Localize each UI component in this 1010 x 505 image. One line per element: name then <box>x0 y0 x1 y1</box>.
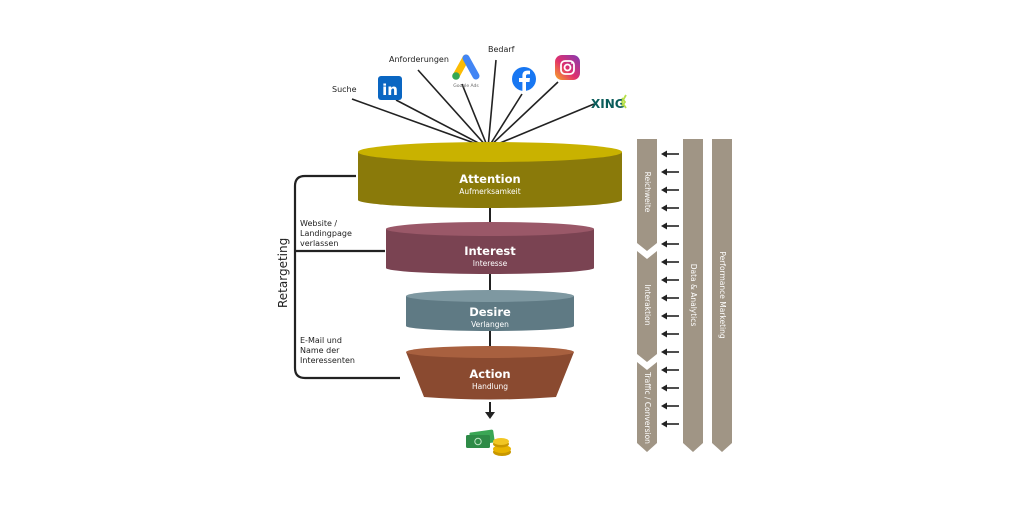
column-segment-reichweite <box>637 139 657 251</box>
arrow-left-icon <box>661 150 679 158</box>
arrow-left-icon <box>661 276 679 284</box>
arrow-left-icon <box>661 258 679 266</box>
facebook-icon <box>512 67 536 92</box>
column-label-performance-marketing: Performance Marketing <box>718 251 727 339</box>
stage-interest: Interest Interesse <box>386 222 594 274</box>
column-label-traffic: Traffic / Conversion <box>643 371 652 444</box>
arrow-left-icon <box>661 384 679 392</box>
arrow-left-icon <box>661 204 679 212</box>
stage-action-title: Action <box>469 367 510 381</box>
google-ads-icon: Google Ads <box>452 54 480 89</box>
exit-label-email-line-2: Name der <box>300 346 340 355</box>
source-label-anforderungen: Anforderungen <box>389 55 449 64</box>
arrow-left-icon <box>661 420 679 428</box>
stage-desire-subtitle: Verlangen <box>471 320 509 329</box>
exit-label-email-line-3: Interessenten <box>300 356 355 365</box>
arrow-left-icon <box>661 222 679 230</box>
column-segment-interaktion <box>637 251 657 362</box>
stage-action-subtitle: Handlung <box>472 382 508 391</box>
stage-interest-title: Interest <box>464 244 516 258</box>
retargeting-label: Retargeting <box>276 238 290 308</box>
column-label-reichweite: Reichweite <box>643 172 652 213</box>
arrow-left-icon <box>661 240 679 248</box>
exit-label-website-line-1: Website / <box>300 219 337 228</box>
arrow-left-icon <box>661 168 679 176</box>
arrow-left-icon <box>661 294 679 302</box>
linkedin-icon: in <box>378 76 402 100</box>
stage-desire-title: Desire <box>469 305 511 319</box>
arrow-left-icon <box>661 186 679 194</box>
linkedin-logo-text: in <box>382 81 398 99</box>
arrow-left-icon <box>661 348 679 356</box>
column-label-interaktion: Interaktion <box>643 285 652 326</box>
stage-attention-title: Attention <box>459 172 520 186</box>
exit-label-website-line-3: verlassen <box>300 239 338 248</box>
stage-attention: Attention Aufmerksamkeit <box>358 142 622 208</box>
arrow-left-icon <box>661 366 679 374</box>
google-ads-caption: Google Ads <box>453 83 479 89</box>
money-coins-icon <box>466 429 511 456</box>
output-arrow-icon <box>485 402 495 419</box>
column-left-segmented: Reichweite Interaktion Traffic / Convers… <box>637 139 657 452</box>
exit-label-website-line-2: Landingpage <box>300 229 352 238</box>
stage-desire: Desire Verlangen <box>406 290 574 331</box>
instagram-icon <box>555 55 580 80</box>
exit-label-website: Website / Landingpage verlassen <box>300 219 354 248</box>
stage-interest-subtitle: Interesse <box>473 259 508 268</box>
stage-action: Action Handlung <box>406 346 574 400</box>
column-segment-traffic <box>637 362 657 452</box>
source-label-suche: Suche <box>332 85 357 94</box>
column-label-data-analytics: Data & Analytics <box>689 264 698 327</box>
source-lines <box>351 59 595 149</box>
arrow-group <box>661 150 679 428</box>
exit-label-email-line-1: E-Mail und <box>300 336 342 345</box>
column-performance-marketing: Performance Marketing <box>712 139 732 452</box>
column-data-analytics: Data & Analytics <box>683 139 703 452</box>
xing-icon: XING <box>591 94 627 111</box>
arrow-left-icon <box>661 402 679 410</box>
retargeting-bracket <box>293 174 400 380</box>
exit-label-email: E-Mail und Name der Interessenten <box>300 336 355 365</box>
stage-attention-subtitle: Aufmerksamkeit <box>459 187 520 196</box>
source-label-bedarf: Bedarf <box>488 45 515 54</box>
arrow-left-icon <box>661 312 679 320</box>
arrow-left-icon <box>661 330 679 338</box>
xing-logo-text: XING <box>591 97 625 111</box>
